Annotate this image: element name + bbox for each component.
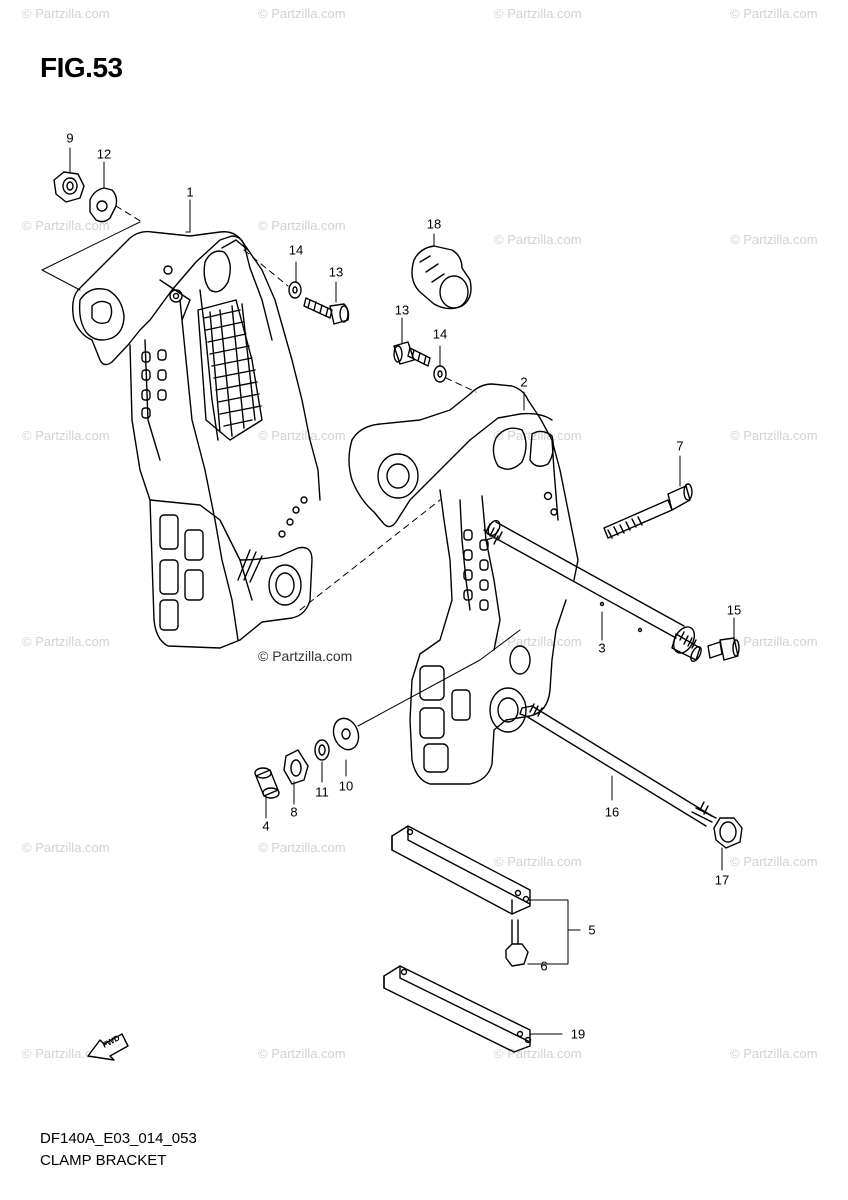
watermark: © Partzilla.com [22,6,110,21]
leader-lines [42,148,734,1034]
fwd-arrow-icon [88,1034,128,1060]
watermark: © Partzilla.com [730,232,818,247]
nut-17 [714,818,742,848]
watermark: © Partzilla.com [494,232,582,247]
cap-18 [412,246,471,309]
callout-12: 12 [96,146,112,162]
nut-9 [54,172,84,202]
callout-14-right: 14 [432,326,448,342]
bolt-6 [506,920,528,966]
tilt-bolt [604,484,692,538]
collar-4 [255,768,279,798]
callout-11: 11 [315,784,329,800]
callout-6: 6 [540,958,548,974]
callout-7: 7 [676,438,684,454]
callout-19: 19 [570,1026,586,1042]
model-code: DF140A_E03_014_053 [40,1130,197,1147]
callout-9: 9 [66,130,74,146]
watermark: © Partzilla.com [730,854,818,869]
callout-5: 5 [588,922,596,938]
watermark: © Partzilla.com [730,1046,818,1061]
clamp-bracket-left [73,232,320,648]
watermark: © Partzilla.com [258,1046,346,1061]
callout-18: 18 [426,216,442,232]
callout-13-left: 13 [328,264,344,280]
callout-2: 2 [520,374,528,390]
washer-14-left [289,282,301,298]
watermark: © Partzilla.com [22,428,110,443]
watermark: © Partzilla.com [494,634,582,649]
watermark: © Partzilla.com [730,634,818,649]
watermark: © Partzilla.com [258,6,346,21]
callout-1: 1 [186,184,194,200]
watermark: © Partzilla.com [258,218,346,233]
figure-title: FIG.53 [40,52,123,83]
callout-8: 8 [290,804,298,820]
washer-14-right [434,366,446,382]
watermark: © Partzilla.com [730,6,818,21]
callout-15: 15 [726,602,742,618]
watermark: © Partzilla.com [730,428,818,443]
washer-11 [315,740,329,760]
anode-plate-19 [384,966,531,1052]
watermark: © Partzilla.com [258,840,346,855]
callout-14-left: 14 [288,242,304,258]
callout-4: 4 [262,818,270,834]
watermark: © Partzilla.com [22,634,110,649]
plate-12 [90,188,117,222]
anode-plate-5 [392,826,530,914]
watermark: © Partzilla.com [22,218,110,233]
tilt-tube [484,519,703,663]
watermark: © Partzilla.com [22,1046,110,1061]
callout-10: 10 [338,778,354,794]
clamp-bracket-right [349,384,578,784]
watermark: © Partzilla.com [494,428,582,443]
watermark: © Partzilla.com [494,6,582,21]
tilt-rod [520,704,716,826]
watermark: © Partzilla.com [494,854,582,869]
callout-3: 3 [598,640,606,656]
callout-17: 17 [714,872,730,888]
bolt-13-right [394,342,430,366]
washer-10 [329,715,362,753]
small-bolt-15 [708,638,739,660]
callout-13-right: 13 [394,302,410,318]
watermark: © Partzilla.com [258,428,346,443]
watermark: © Partzilla.com [494,1046,582,1061]
nut-8 [284,750,308,784]
figure-name: CLAMP BRACKET [40,1152,167,1169]
bolt-13-left [304,298,349,324]
copyright-label: © Partzilla.com [258,648,353,664]
watermark: © Partzilla.com [22,840,110,855]
callout-16: 16 [604,804,620,820]
